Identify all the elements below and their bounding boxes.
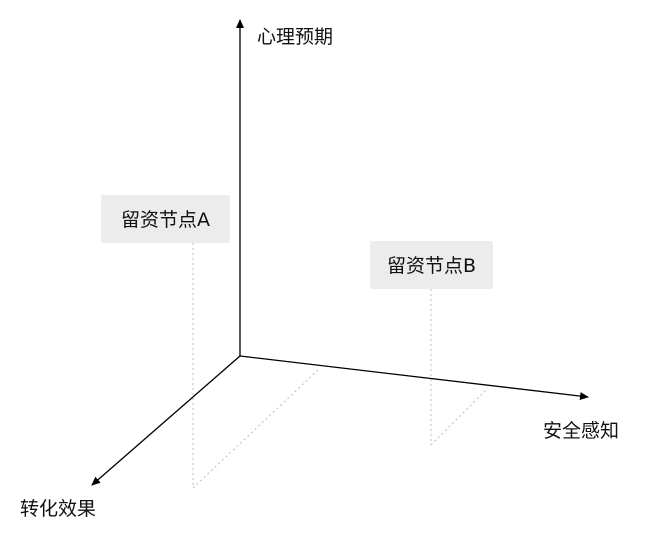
node-b: 留资节点B xyxy=(370,241,493,289)
node-b-label: 留资节点B xyxy=(387,255,476,277)
node-a-label: 留资节点A xyxy=(121,209,210,231)
projection-guides xyxy=(192,243,489,489)
guide-b-diagonal xyxy=(430,387,489,446)
left-axis xyxy=(91,355,241,486)
left-axis-label: 转化效果 xyxy=(20,498,96,520)
node-a-box xyxy=(101,195,230,243)
right-axis xyxy=(239,355,589,401)
vertical-axis-label: 心理预期 xyxy=(257,26,333,48)
node-a: 留资节点A xyxy=(101,195,230,243)
right-axis-label: 安全感知 xyxy=(543,420,619,442)
guide-a-diagonal xyxy=(192,369,319,489)
node-b-box xyxy=(370,241,493,289)
